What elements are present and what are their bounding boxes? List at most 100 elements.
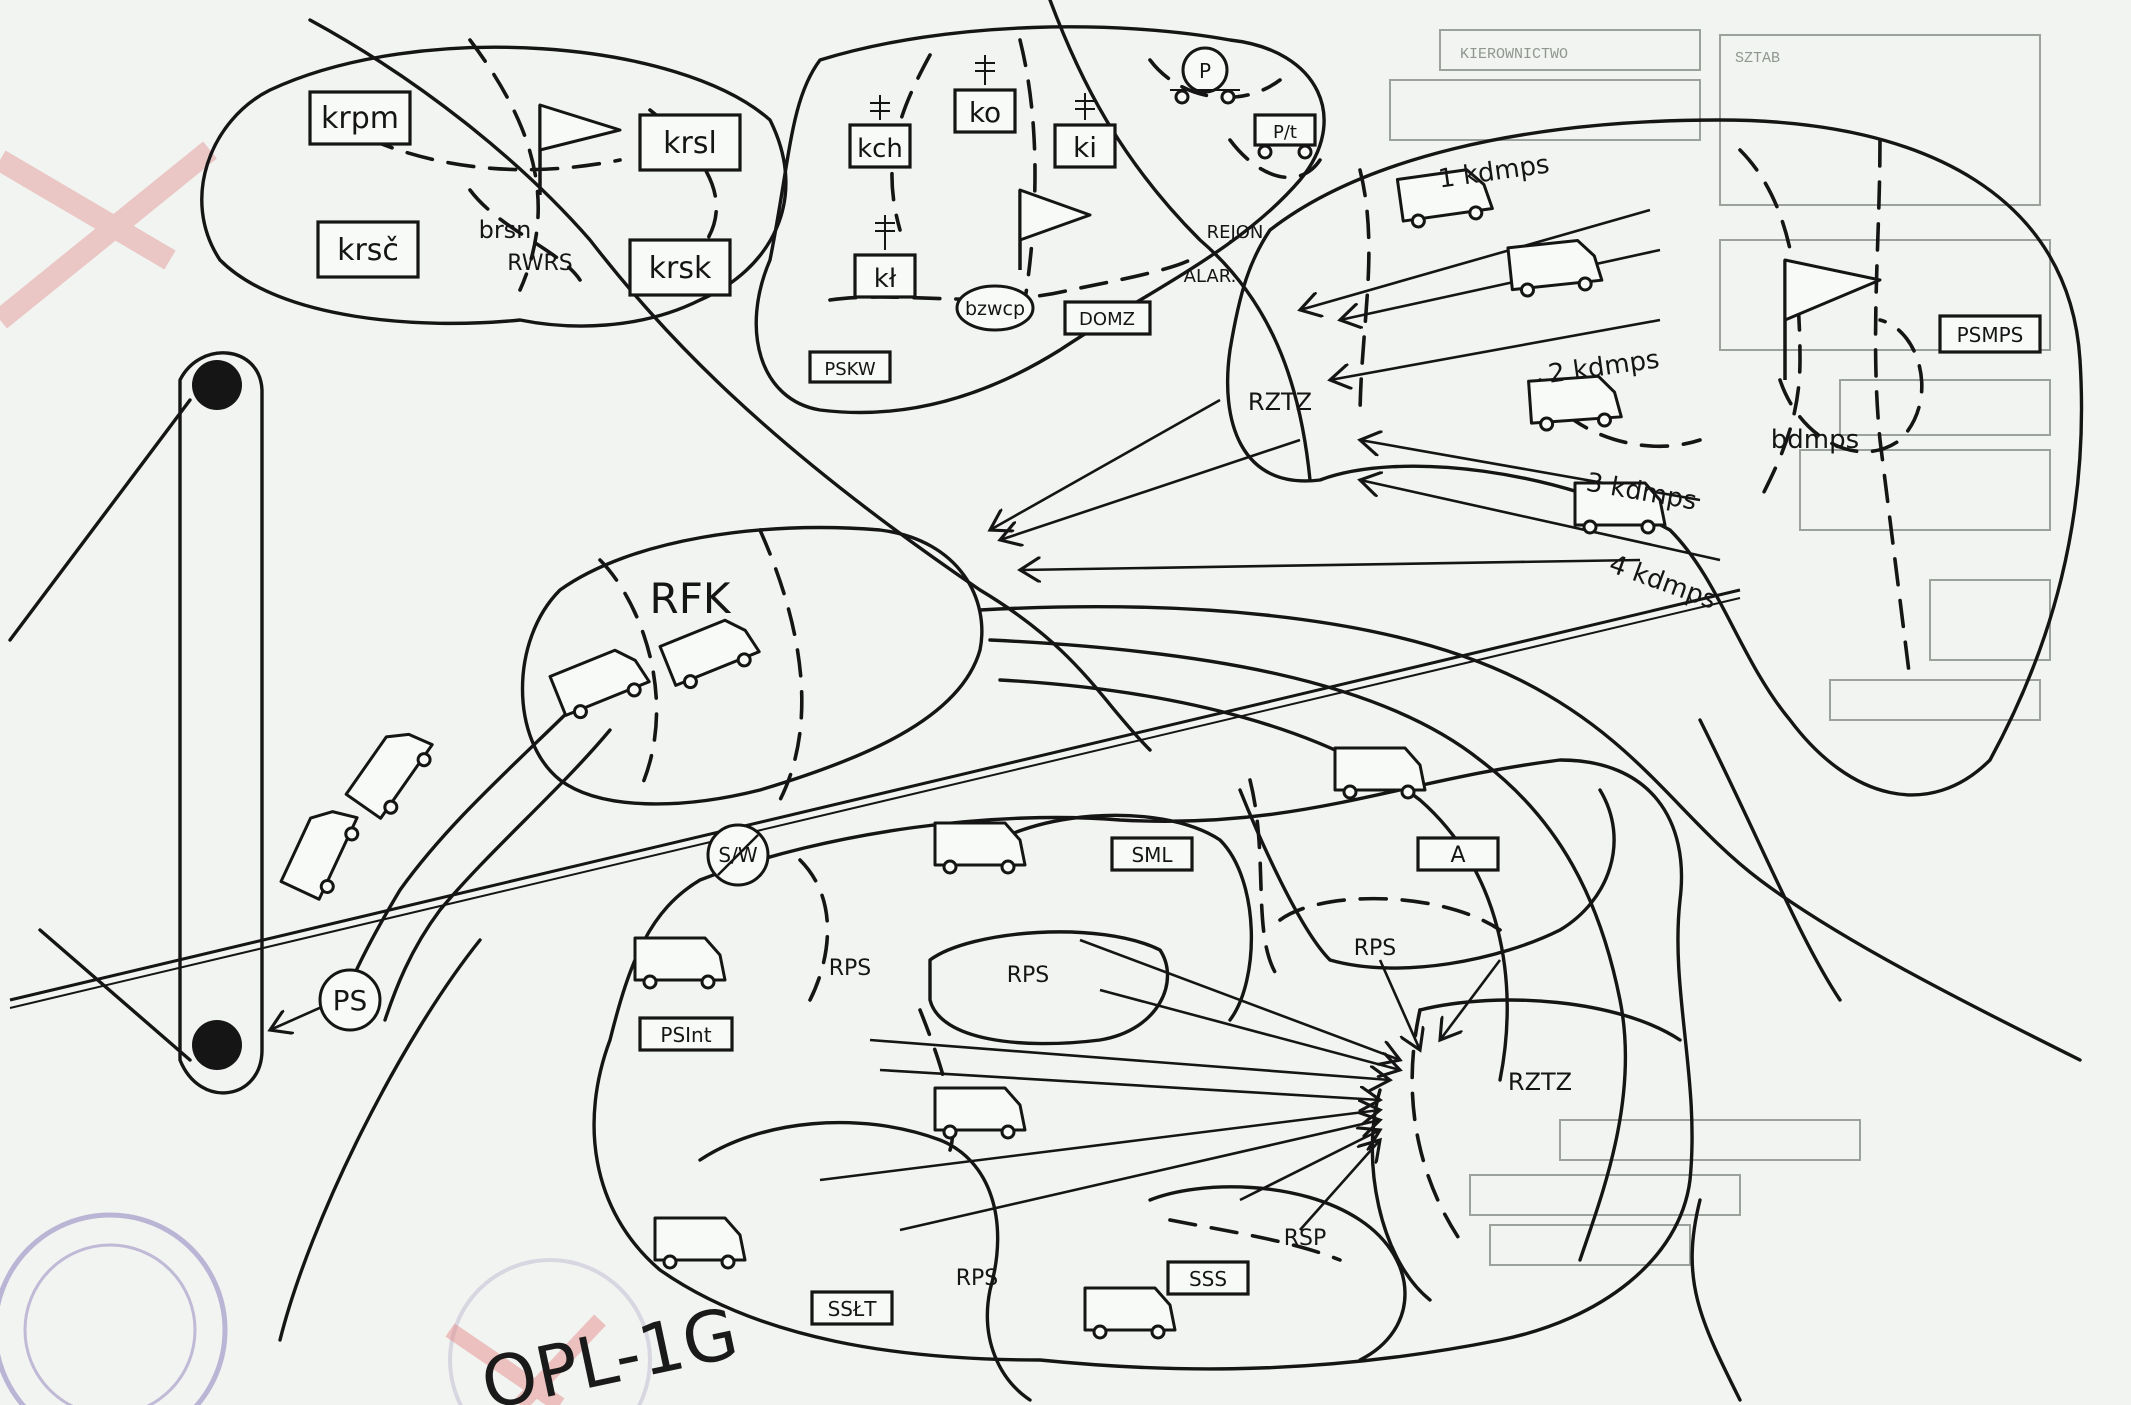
rwrs-label: RWRS [507, 251, 572, 276]
region-boundary [1048, 0, 1312, 482]
dashed-boundary [1278, 896, 1502, 932]
flag-icon [1783, 258, 1882, 380]
ghost-text: SZTAB [1735, 50, 1780, 67]
access-road [383, 728, 612, 1022]
ghost-text: KIEROWNICTWO [1460, 46, 1568, 63]
truck-icon [1506, 239, 1604, 298]
pt-label: P/t [1273, 122, 1297, 143]
sensor-icon [192, 1020, 242, 1070]
rfk-region [520, 525, 984, 806]
psmps-label: PSMPS [1957, 323, 2024, 347]
unit-krsk: krsk [628, 238, 732, 297]
bottom-outer [278, 938, 1742, 1402]
unit-p: P [1170, 46, 1240, 105]
top-left-region [200, 45, 788, 328]
flag-icon [538, 103, 622, 195]
sss-label: SSS [1189, 1267, 1227, 1291]
rps-label: RPS [1007, 963, 1050, 988]
truck-icon [933, 821, 1027, 875]
a-label: A [1450, 843, 1465, 868]
kdmps-label: 4 kdmps [1605, 549, 1720, 615]
sw-crossing: S/W [706, 823, 770, 887]
unit-label: krsč [337, 233, 399, 268]
rfk-label: RFK [650, 574, 732, 623]
dashed-boundary [598, 558, 659, 792]
dmz-label: DOMZ [1079, 309, 1135, 330]
unit-psmps: PSMPS [1938, 314, 2042, 354]
unit-label: krsl [663, 126, 717, 161]
dashed-boundary [1228, 138, 1322, 180]
left-lines [8, 398, 192, 1062]
dashed-boundary [1778, 318, 1924, 454]
dashed-boundary [758, 528, 804, 802]
rztz-bottom-label: RZTZ [1508, 1068, 1572, 1096]
truck-icon [658, 618, 761, 690]
truck-icon [279, 810, 360, 901]
sweeping-road [978, 605, 2082, 1062]
dashed-boundary [1358, 168, 1371, 422]
dashed-boundary [1168, 1218, 1342, 1262]
truck-icon [1573, 481, 1667, 535]
vehicle-icons [279, 168, 1667, 1340]
lower-sub-region [928, 930, 1170, 1046]
unit-psk: PSKW [808, 350, 892, 384]
unit-label: ko [969, 96, 1001, 129]
unit-kch: kch [848, 95, 912, 169]
unit-sml: SML [1110, 836, 1194, 872]
truck-icon [344, 732, 434, 820]
red-stamp [0, 141, 652, 1405]
left-bar [178, 351, 264, 1095]
unit-krsl: krsl [638, 113, 742, 172]
sensor-icon [192, 360, 242, 410]
rejon-label: REJON [1207, 222, 1264, 243]
sweeping-road [988, 638, 1628, 1262]
flag-icon [1018, 188, 1092, 270]
unit-label: ki [1073, 131, 1097, 164]
sml-label: SML [1131, 843, 1173, 867]
lower-central-region [592, 758, 1694, 1371]
dashed-boundary [1248, 778, 1282, 982]
dashed-boundary [798, 858, 830, 1002]
truck-icon [1333, 746, 1427, 800]
bdmps-label: bdmps [1771, 425, 1859, 455]
unit-ko: ko [953, 55, 1017, 134]
truck-icon [1527, 374, 1623, 432]
unit-bzwcp: bzwcp [955, 284, 1035, 332]
unit-kl: kł [853, 215, 917, 299]
unit-psint: PSInt [638, 1016, 734, 1052]
sweeping-road [1698, 718, 1842, 1002]
rps-label: RPS [829, 956, 872, 981]
unit-sslt: SSŁT [810, 1290, 894, 1326]
psk-label: PSKW [824, 359, 875, 380]
unit-krpm: krpm [308, 90, 412, 146]
ps-label: PS [333, 984, 368, 1017]
unit-label: kch [857, 134, 903, 164]
dashed-boundary [1738, 148, 1802, 502]
unit-label: krpm [321, 101, 399, 136]
lower-sub-region [698, 1120, 1032, 1402]
lower-sub-region [1148, 1185, 1407, 1362]
rztz-top-label: RZTZ [1248, 388, 1312, 416]
truck-icon [548, 648, 651, 720]
right-region [1225, 118, 2084, 797]
truck-icon [653, 1216, 747, 1270]
main-road-line [9, 588, 1741, 1002]
dashed-boundary [468, 188, 582, 282]
dashed-boundary [1410, 1008, 1462, 1242]
brsn-label: brsn [479, 216, 532, 244]
psint-label: PSInt [660, 1023, 711, 1047]
unit-sss: SSS [1166, 1260, 1250, 1296]
dashed-boundary [1148, 58, 1282, 100]
unit-a: A [1416, 836, 1500, 872]
sslt-label: SSŁT [828, 1297, 878, 1321]
truck-icon [633, 936, 727, 990]
bzwcp-label: bzwcp [965, 298, 1025, 320]
region-boundary [308, 18, 1152, 752]
unit-label: krsk [649, 251, 712, 286]
rps-label: RPS [956, 1266, 999, 1291]
dashed-boundary [1873, 138, 1912, 682]
sweeping-road [998, 678, 1509, 1082]
main-road-line [9, 597, 1741, 1009]
